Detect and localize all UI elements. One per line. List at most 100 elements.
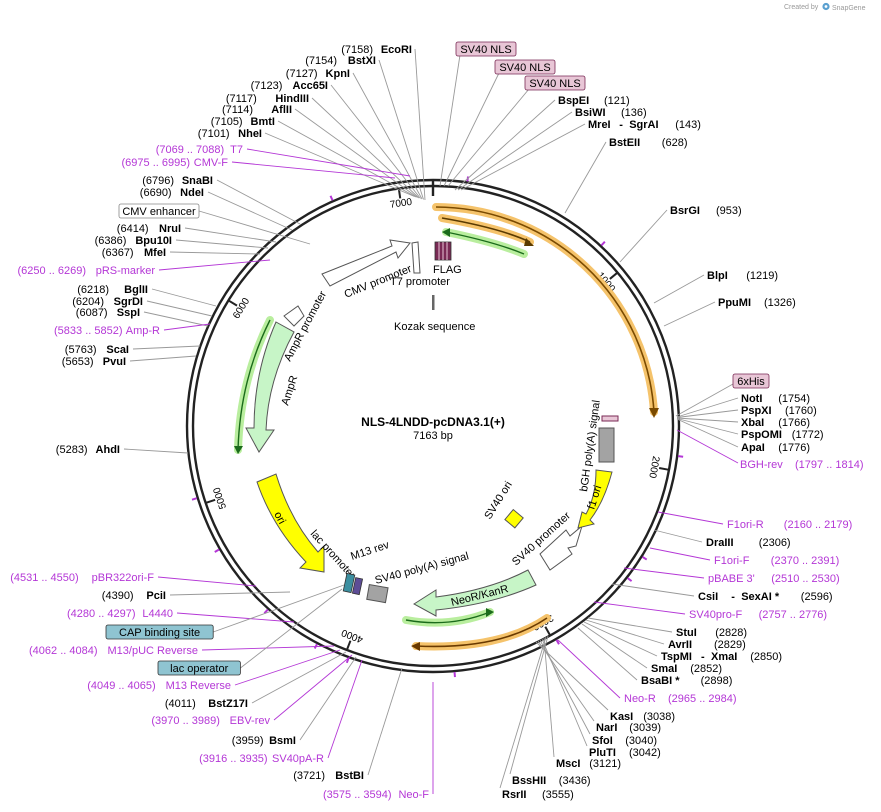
- leader-line: [649, 547, 711, 561]
- enzyme-label: BstZ17I: [208, 698, 248, 710]
- enzyme-position: (3040): [625, 735, 657, 747]
- leader-line: [123, 448, 189, 454]
- ring-tick-label: 5000: [211, 485, 229, 510]
- teal-feature-box-box: [105, 624, 214, 640]
- enzyme-position: (4390): [102, 590, 134, 602]
- enzyme-label: AhdI: [96, 444, 120, 456]
- primer-range: (3970 .. 3989): [151, 715, 220, 727]
- enzyme-label: MreI: [588, 119, 611, 131]
- cmv-promoter-arrow: CMV promoter: [321, 239, 414, 301]
- primer-site-mark: [214, 548, 220, 553]
- enzyme-position: (7105): [211, 116, 243, 128]
- enzyme-position: (2852): [690, 663, 722, 675]
- primer-range: (4280 .. 4297): [67, 608, 136, 620]
- leader-line: [367, 667, 403, 776]
- kozak-feature: Kozak sequence: [394, 295, 475, 333]
- primer-label: L4440: [142, 608, 173, 620]
- cmv-enhancer-feature: CMV enhancer: [118, 203, 200, 219]
- green-feature-top: [442, 228, 528, 258]
- enzyme-position: (1219): [746, 270, 778, 282]
- nls-box-box: [524, 75, 586, 91]
- enzyme-label: SmaI: [651, 663, 677, 675]
- primer-site-mark: [329, 195, 334, 201]
- enzyme-label: TspMI: [661, 651, 692, 663]
- enzyme-position: (5653): [62, 356, 94, 368]
- orange-feature-mid: [438, 214, 534, 246]
- enzyme-position: (6367): [102, 247, 134, 259]
- enzyme-label: StuI: [676, 627, 697, 639]
- neo-arrow: NeoR/KanR: [413, 569, 537, 617]
- primer-label: pBABE 3': [708, 573, 755, 585]
- enzyme-position: (1760): [785, 405, 817, 417]
- ring-tick-label: 4000: [340, 626, 365, 644]
- primer-range: (2757 .. 2776): [759, 609, 828, 621]
- enzyme-label: HindIII: [275, 93, 309, 105]
- primer-label: F1ori-F: [714, 555, 750, 567]
- enzyme-label: NotI: [741, 393, 762, 405]
- leader-line: [577, 627, 638, 681]
- primer-site-mark: [641, 556, 648, 561]
- cmv-enhancer-feature-box: [118, 203, 200, 219]
- leader-line: [158, 259, 271, 271]
- leader-line: [676, 397, 739, 418]
- enzyme-position: (6386): [95, 235, 127, 247]
- leader-line: [543, 637, 555, 758]
- ring-tick-mark: [658, 466, 670, 471]
- enzyme-label: BmtI: [251, 116, 275, 128]
- primer-range: (2160 .. 2179): [784, 519, 853, 531]
- ring-tick-label: 2000: [646, 455, 661, 479]
- enzyme-position: (7114): [222, 104, 253, 116]
- leader-line: [439, 54, 461, 187]
- enzyme-label: SexAI *: [741, 591, 780, 603]
- leader-line: [676, 409, 739, 418]
- enzyme-label: Bpu10I: [135, 235, 172, 247]
- leader-line: [457, 111, 573, 191]
- plasmid-size: 7163 bp: [413, 430, 453, 442]
- leader-line: [231, 161, 396, 179]
- leader-line: [557, 639, 621, 699]
- enzyme-label: BsmI: [269, 735, 296, 747]
- enzyme-position: (2850): [750, 651, 782, 663]
- credit: Created by SnapGene: [784, 2, 866, 12]
- primer-label: SV40pro-F: [689, 609, 742, 621]
- leader-line: [157, 576, 257, 587]
- enzyme-position: (7117): [226, 93, 257, 105]
- enzyme-position: (7158): [341, 44, 373, 56]
- enzyme-label: PciI: [146, 590, 166, 602]
- enzyme-label: SgrDI: [114, 296, 143, 308]
- primer-range: (1797 .. 1814): [795, 459, 864, 471]
- primer-label: Amp-R: [126, 325, 160, 337]
- enzyme-position: (6690): [140, 187, 172, 199]
- leader-line: [213, 584, 345, 633]
- primer-range: (4531 .. 4550): [10, 572, 79, 584]
- leader-line: [201, 645, 335, 651]
- site-labels: EcoRI(7158)BstXI(7154)KpnI(7127)Acc65I(7…: [10, 41, 864, 801]
- leader-line: [132, 345, 201, 350]
- enzyme-position: (2828): [715, 627, 747, 639]
- enzyme-label: BssHII: [512, 775, 546, 787]
- green-feature-left: [234, 316, 274, 454]
- enzyme-label: MscI: [556, 758, 580, 770]
- leader-line: [583, 621, 658, 657]
- enzyme-label: CsiI: [698, 591, 718, 603]
- primer-range: (3575 .. 3594): [323, 789, 392, 801]
- enzyme-position: (3121): [589, 758, 621, 770]
- leader-line: [234, 649, 341, 686]
- enzyme-label: SgrAI: [629, 119, 658, 131]
- enzyme-label: ScaI: [106, 344, 129, 356]
- leader-line: [499, 636, 547, 789]
- ampr-label: AmpR: [279, 374, 300, 407]
- leader-line: [619, 209, 668, 263]
- enzyme-position: (2306): [759, 537, 791, 549]
- green-feature-bottom: [402, 608, 494, 627]
- enzyme-position: (2829): [714, 639, 746, 651]
- enzyme-label: BsaBI *: [641, 675, 680, 687]
- leader-line: [251, 651, 347, 704]
- leader-line: [273, 654, 353, 721]
- enzyme-position: (6414): [117, 223, 149, 235]
- enzyme-label: NdeI: [180, 187, 204, 199]
- primer-site-mark: [555, 639, 560, 645]
- nls-box: SV40 NLS: [494, 59, 556, 75]
- leader-line: [676, 418, 739, 448]
